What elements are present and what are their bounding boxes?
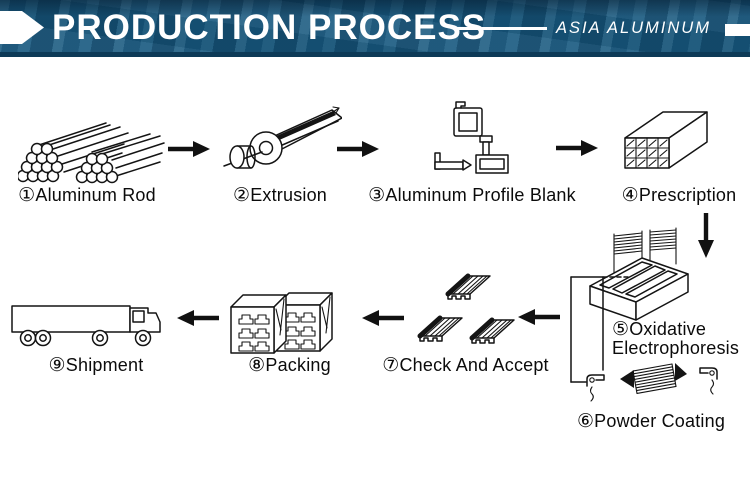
step-number: ⑨ bbox=[48, 355, 66, 376]
step-label-extrusion: ②Extrusion bbox=[210, 185, 350, 206]
extrusion-die bbox=[249, 131, 283, 165]
rod-bundle-b bbox=[75, 133, 165, 184]
step-text: Shipment bbox=[65, 355, 144, 375]
flow-arrow-step8-step9 bbox=[177, 310, 219, 326]
brand-name: ASIA ALUMINUM bbox=[556, 19, 711, 37]
check-and-accept-icon bbox=[417, 273, 515, 344]
spray-cone-left bbox=[620, 370, 634, 388]
square-tube-profile bbox=[453, 101, 483, 137]
spray-gun-left bbox=[586, 374, 605, 402]
step-number: ④ bbox=[621, 185, 639, 206]
oxidative-electrophoresis-icon bbox=[589, 227, 689, 321]
step-label-line2: Electrophoresis bbox=[612, 338, 740, 358]
flow-arrow-step1-step2 bbox=[168, 141, 210, 157]
header-divider-line bbox=[455, 27, 547, 30]
extrusion-billet bbox=[223, 145, 263, 169]
powder-coating-icon bbox=[586, 363, 718, 402]
truck-wheels bbox=[19, 329, 152, 347]
step-text: Check And Accept bbox=[399, 355, 549, 375]
step-number: ⑧ bbox=[248, 355, 266, 376]
step-text: Powder Coating bbox=[594, 411, 726, 431]
flow-arrow-step2-step3 bbox=[337, 141, 379, 157]
connector-step5-step6 bbox=[570, 276, 631, 383]
banner-chevron-icon bbox=[0, 11, 44, 44]
profile-slab-left bbox=[417, 315, 463, 342]
header-banner: PRODUCTION PROCESS ASIA ALUMINUM bbox=[0, 0, 750, 57]
step-label-shipment: ⑨Shipment bbox=[40, 355, 152, 376]
profile-slab-right bbox=[469, 317, 515, 344]
step-number: ⑦ bbox=[382, 355, 400, 376]
step-label-powder-coating: ⑥Powder Coating bbox=[570, 411, 732, 432]
step-label-line1: ⑤Oxidative bbox=[612, 319, 750, 340]
extrusion-arrow bbox=[329, 106, 340, 115]
step-label-aluminum-rod: ①Aluminum Rod bbox=[12, 185, 162, 206]
step-text: Aluminum Profile Blank bbox=[385, 185, 576, 205]
step-label-oxidative-electrophoresis: ⑤Oxidative Electrophoresis bbox=[612, 320, 750, 358]
rod-bundle-a bbox=[18, 122, 129, 183]
t-profile bbox=[475, 135, 509, 174]
step-text: Packing bbox=[265, 355, 331, 375]
extrusion-icon bbox=[223, 106, 342, 169]
bundle-box bbox=[624, 111, 708, 169]
step-text: Prescription bbox=[638, 185, 737, 205]
aluminum-rod-icon bbox=[18, 122, 165, 184]
electrophoresis-tank bbox=[589, 257, 689, 321]
step-number: ② bbox=[232, 185, 251, 206]
coated-panel bbox=[632, 363, 677, 394]
step-label-aluminum-profile-blank: ③Aluminum Profile Blank bbox=[362, 185, 582, 206]
step-label-packing: ⑧Packing bbox=[232, 355, 347, 376]
aluminum-profile-blank-icon bbox=[434, 101, 509, 174]
step-text: Oxidative bbox=[629, 319, 707, 339]
truck-cab bbox=[129, 307, 161, 333]
truck-trailer bbox=[11, 305, 131, 333]
prescription-icon bbox=[624, 111, 708, 169]
flow-arrow-step4-step5 bbox=[698, 213, 714, 258]
step-label-prescription: ④Prescription bbox=[613, 185, 745, 206]
spray-gun-right bbox=[699, 367, 718, 395]
packed-box-left bbox=[230, 294, 287, 354]
flow-arrow-step7-step8 bbox=[362, 310, 404, 326]
step-number: ⑥ bbox=[576, 411, 595, 432]
step-label-check-and-accept: ⑦Check And Accept bbox=[373, 355, 558, 376]
flow-arrow-step3-step4 bbox=[556, 140, 598, 156]
bundle-grid bbox=[624, 137, 670, 169]
packing-icon bbox=[230, 292, 333, 354]
page-title: PRODUCTION PROCESS bbox=[52, 8, 487, 47]
step-text: Aluminum Rod bbox=[35, 185, 156, 205]
shipment-truck-icon bbox=[11, 305, 161, 347]
banner-end-block bbox=[725, 24, 750, 36]
profile-slab-top bbox=[445, 273, 491, 300]
flat-channel-profile bbox=[434, 152, 472, 171]
step-number: ① bbox=[18, 185, 36, 206]
step-number: ⑤ bbox=[612, 319, 630, 340]
step-number: ③ bbox=[368, 185, 386, 206]
step-text: Extrusion bbox=[250, 185, 328, 205]
spray-cone-right bbox=[675, 363, 687, 381]
flow-arrow-step6-step7 bbox=[518, 309, 560, 325]
